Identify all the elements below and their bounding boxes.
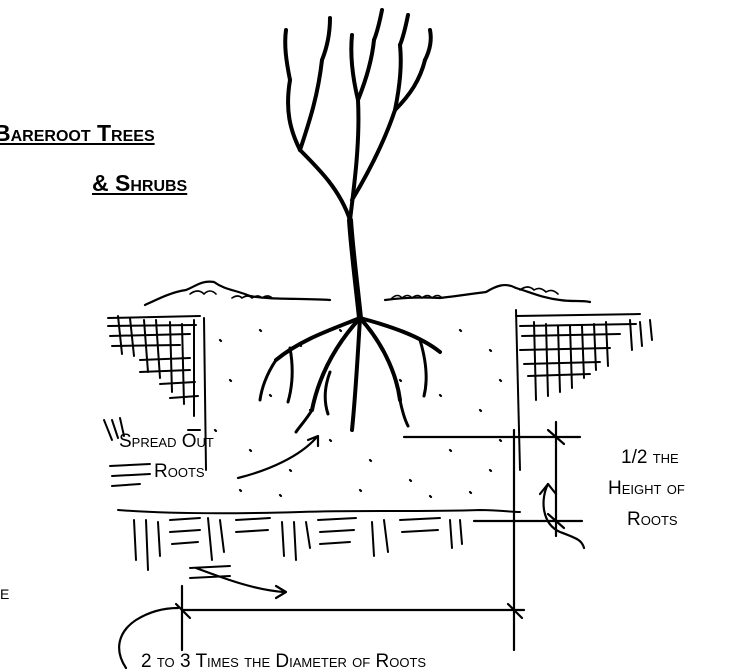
tree-trunk: [350, 220, 360, 318]
spread-roots-label-line-1: Spread Out: [119, 432, 214, 451]
spread-arrow: [238, 436, 318, 478]
ground-surface: [145, 282, 590, 305]
edge-text-fragment: E: [0, 587, 9, 601]
hole-width-label: 2 to 3 Times the Diameter of Roots: [141, 652, 426, 671]
right-soil-wall: [516, 310, 652, 470]
half-height-label-line-3: Roots: [627, 510, 678, 529]
diagram-title-line-2: & Shrubs: [92, 172, 187, 195]
tree-roots: [260, 318, 440, 432]
depth-measure: [404, 422, 584, 548]
spread-roots-label-line-2: Roots: [154, 462, 205, 481]
half-height-label-line-2: Height of: [608, 479, 685, 498]
diagram-title-line-1: Bareroot Trees: [0, 122, 155, 145]
tree-branches: [285, 10, 431, 220]
half-height-label-line-1: 1/2 the: [621, 448, 679, 467]
